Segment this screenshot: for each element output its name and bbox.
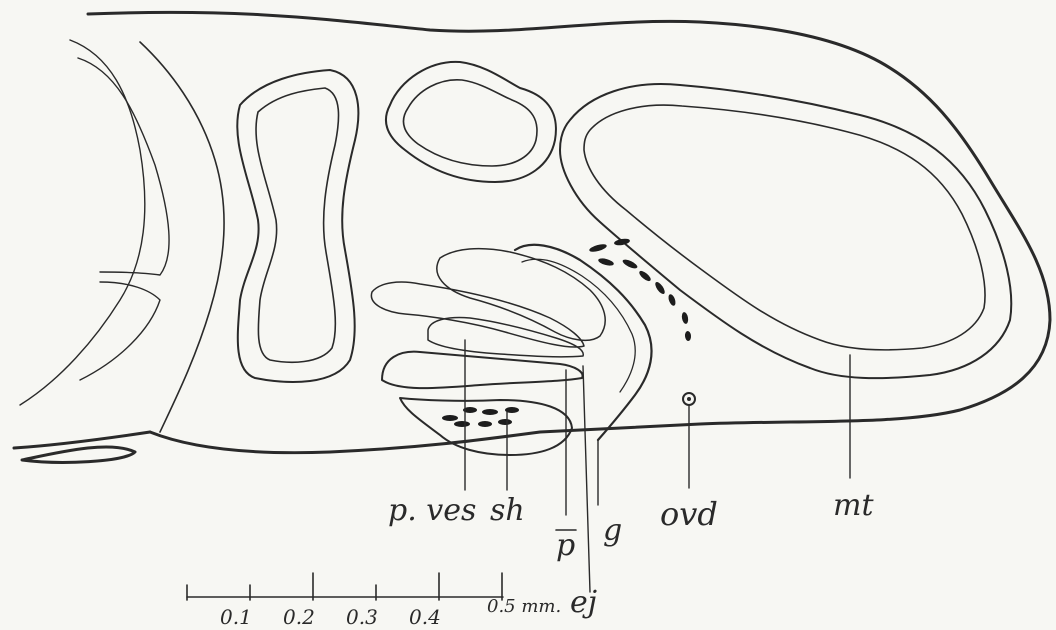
body-outline <box>88 12 1050 452</box>
body-outline-lower-left <box>14 432 150 448</box>
tube-top-inner <box>403 80 537 166</box>
tube-left-inner <box>256 88 339 362</box>
left-fold-outer <box>20 40 145 405</box>
label-ovd: ovd <box>660 495 718 533</box>
tube-left-outer <box>237 70 358 382</box>
label-ej: ej <box>570 585 597 620</box>
scale-label-0-4: 0.4 <box>409 605 441 629</box>
seminal-vesicle <box>437 249 605 341</box>
oviduct-lumen <box>687 397 691 401</box>
label-sh: sh <box>490 493 525 528</box>
leader-ej <box>583 366 590 592</box>
label-g: g <box>603 513 622 548</box>
scale-bar: 0.1 0.2 0.3 0.4 0.5 mm. <box>187 573 561 629</box>
label-p-ves: p. ves <box>388 493 476 528</box>
scale-label-0-1: 0.1 <box>220 605 252 629</box>
tube-right-outer <box>560 84 1011 378</box>
left-fold-inner <box>80 282 160 380</box>
scale-label-0-3: 0.3 <box>346 605 378 629</box>
body-fragment-lower <box>22 447 135 462</box>
inner-body-wall <box>140 42 224 432</box>
scale-label-0-2: 0.2 <box>283 605 315 629</box>
label-mt: mt <box>833 488 874 523</box>
scale-label-end: 0.5 mm. <box>487 596 561 617</box>
label-p: p <box>556 528 575 563</box>
genital-duct-inner <box>522 259 635 392</box>
left-fold-mid <box>78 58 169 275</box>
